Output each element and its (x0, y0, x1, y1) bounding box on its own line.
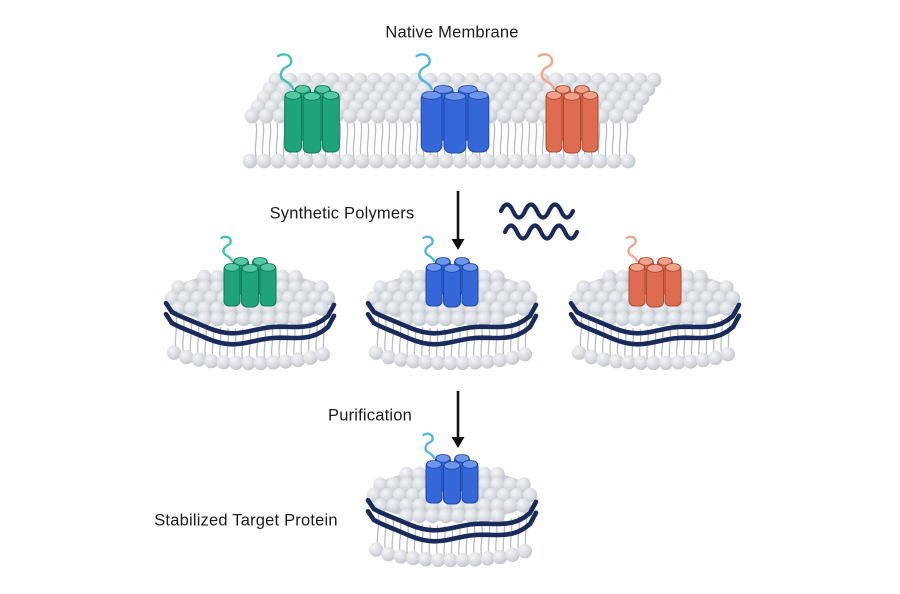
arrow-polymer-step (451, 191, 465, 250)
native-membrane-label: Native Membrane (385, 23, 519, 42)
polymer-wave (502, 223, 580, 241)
polymer-belt (365, 311, 539, 347)
disc-top-row (399, 508, 505, 524)
nanodisc-blue (365, 235, 539, 371)
membrane-protein-blue (415, 53, 490, 154)
nanodisc-orange (568, 235, 742, 371)
disc-bottom-heads (368, 542, 532, 568)
membrane-protein-orange (537, 53, 599, 154)
protein-tag-squiggle (625, 235, 639, 263)
polymer-belt (365, 497, 539, 533)
disc-top-row (399, 311, 505, 327)
protein-tag-squiggle (422, 432, 436, 460)
polymer-belt (365, 508, 539, 544)
protein-tag-squiggle (220, 235, 234, 263)
disc-protein (422, 432, 479, 505)
native-membrane (242, 53, 662, 169)
polymer-belt (568, 300, 742, 336)
disc-bottom-heads (571, 345, 735, 371)
protein-tag-squiggle (422, 235, 436, 263)
disc-top-row (171, 301, 329, 316)
disc-protein (220, 235, 277, 308)
disc-protein (422, 235, 479, 308)
purification-label: Purification (327, 406, 413, 425)
synthetic-polymers-label: Synthetic Polymers (269, 204, 415, 223)
protein-tag-squiggle (415, 53, 433, 91)
nanodisc-green (163, 235, 337, 371)
stabilized-target-protein-label: Stabilized Target Protein (154, 511, 338, 530)
polymer-belt (163, 300, 337, 336)
polymer-belt (365, 300, 539, 336)
polymer-belt (163, 311, 337, 347)
membrane-protein-green (276, 53, 340, 154)
disc-bottom-heads (368, 345, 532, 371)
protein-tag-squiggle (537, 53, 556, 91)
stabilized-nanodisc (365, 432, 539, 568)
polymer-wave (498, 202, 576, 220)
synthetic-polymer-waves (498, 202, 580, 241)
membrane-bottom-row (242, 153, 636, 169)
disc-top-row (373, 498, 531, 513)
disc-top-row (602, 311, 708, 327)
disc-top-row (197, 311, 303, 327)
arrowhead (451, 437, 465, 448)
disc-protein (625, 235, 682, 308)
disc-bottom-heads (166, 345, 330, 371)
arrowhead (451, 239, 465, 250)
arrow-purification-step (451, 391, 465, 448)
protein-tag-squiggle (276, 53, 295, 91)
polymer-belt (568, 311, 742, 347)
